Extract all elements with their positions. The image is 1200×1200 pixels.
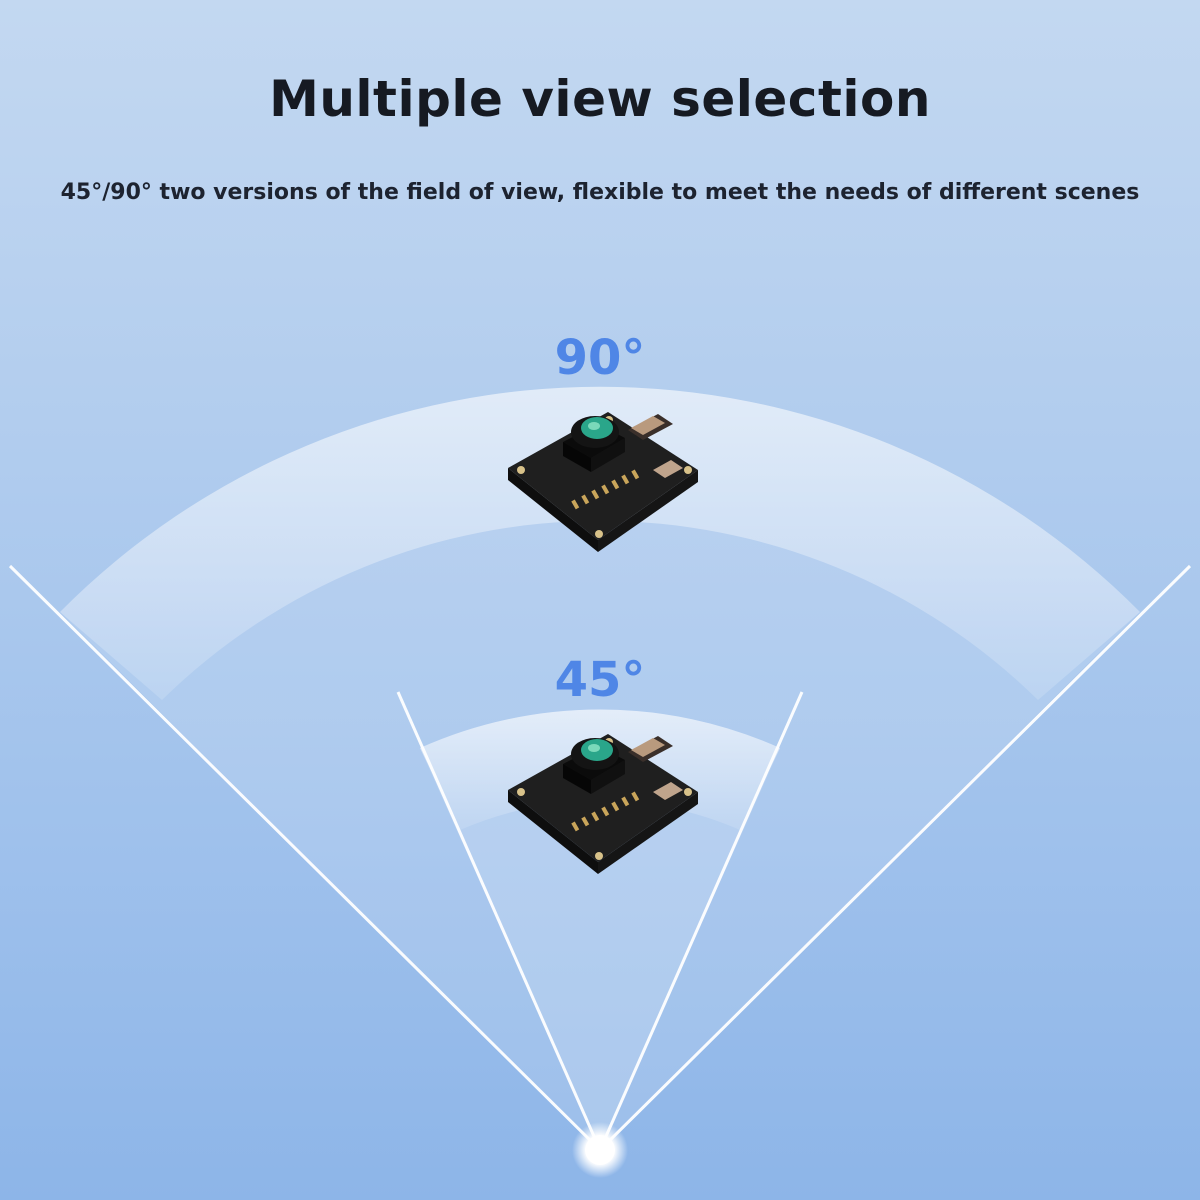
page-subtitle: 45°/90° two versions of the field of vie… — [60, 180, 1140, 205]
wide-angle-label: 90° — [554, 330, 646, 386]
origin-dot-core — [585, 1135, 615, 1165]
narrow-angle-label: 45° — [554, 652, 646, 708]
page-title: Multiple view selection — [269, 70, 931, 128]
